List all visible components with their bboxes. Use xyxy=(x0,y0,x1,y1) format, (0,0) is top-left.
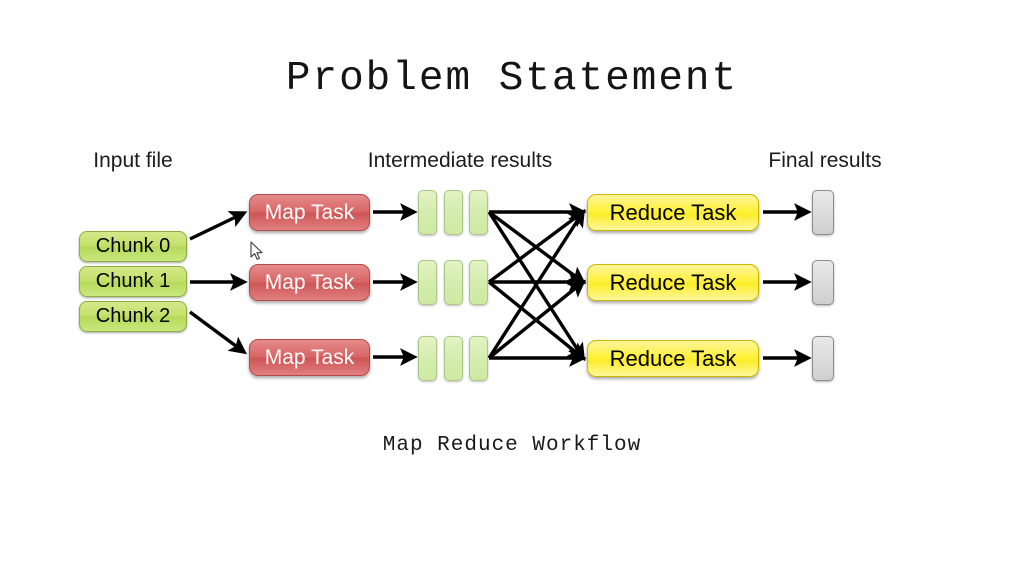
edge-inter1-reduce2 xyxy=(487,280,586,361)
intermediate-bar xyxy=(443,260,463,305)
map-task-box-0[interactable]: Map Task xyxy=(249,194,370,231)
chunk-box-1[interactable]: Chunk 1 xyxy=(79,266,187,297)
map-task-label: Map Task xyxy=(264,200,355,224)
mouse-pointer-icon xyxy=(250,241,263,260)
map-task-box-2[interactable]: Map Task xyxy=(249,339,370,376)
edge-inter1-reduce0 xyxy=(487,209,586,284)
intermediate-group-1 xyxy=(418,260,488,305)
reduce-task-label: Reduce Task xyxy=(609,345,737,371)
chunk-label: Chunk 1 xyxy=(95,270,171,292)
reduce-task-label: Reduce Task xyxy=(609,269,737,295)
intermediate-bar xyxy=(418,190,437,235)
reduce-task-label: Reduce Task xyxy=(609,199,737,225)
chunk-box-0[interactable]: Chunk 0 xyxy=(79,231,187,262)
page-title: Problem Statement xyxy=(285,56,739,102)
reduce-task-box-1[interactable]: Reduce Task xyxy=(587,264,759,301)
diagram-caption: Map Reduce Workflow xyxy=(382,434,642,457)
intermediate-group-0 xyxy=(418,190,488,235)
intermediate-bar xyxy=(443,336,463,381)
map-task-label: Map Task xyxy=(264,270,355,294)
column-header-input-file: Input file xyxy=(93,149,173,172)
column-header-final-results: Final results xyxy=(768,149,882,172)
intermediate-bar xyxy=(469,336,488,381)
final-result-bar-1 xyxy=(812,260,834,305)
intermediate-bar xyxy=(469,190,488,235)
column-header-intermediate-results: Intermediate results xyxy=(367,149,553,172)
intermediate-bar xyxy=(443,190,463,235)
chunk-box-2[interactable]: Chunk 2 xyxy=(79,301,187,332)
chunk-label: Chunk 2 xyxy=(95,305,171,327)
edge-inter2-reduce0 xyxy=(487,208,586,359)
intermediate-bar xyxy=(418,260,437,305)
edge-inter0-reduce1 xyxy=(487,210,586,285)
reduce-task-box-0[interactable]: Reduce Task xyxy=(587,194,759,231)
intermediate-group-2 xyxy=(418,336,488,381)
reduce-task-box-2[interactable]: Reduce Task xyxy=(587,340,759,377)
edge-inter2-reduce1 xyxy=(487,279,586,360)
edge-chunk2-map2 xyxy=(188,310,248,355)
edge-inter0-reduce2 xyxy=(487,211,586,362)
intermediate-bar xyxy=(469,260,488,305)
intermediate-bar xyxy=(418,336,437,381)
map-task-label: Map Task xyxy=(264,345,355,369)
edge-chunk0-map0 xyxy=(189,211,248,241)
chunk-label: Chunk 0 xyxy=(95,235,171,257)
map-task-box-1[interactable]: Map Task xyxy=(249,264,370,301)
final-result-bar-2 xyxy=(812,336,834,381)
final-result-bar-0 xyxy=(812,190,834,235)
